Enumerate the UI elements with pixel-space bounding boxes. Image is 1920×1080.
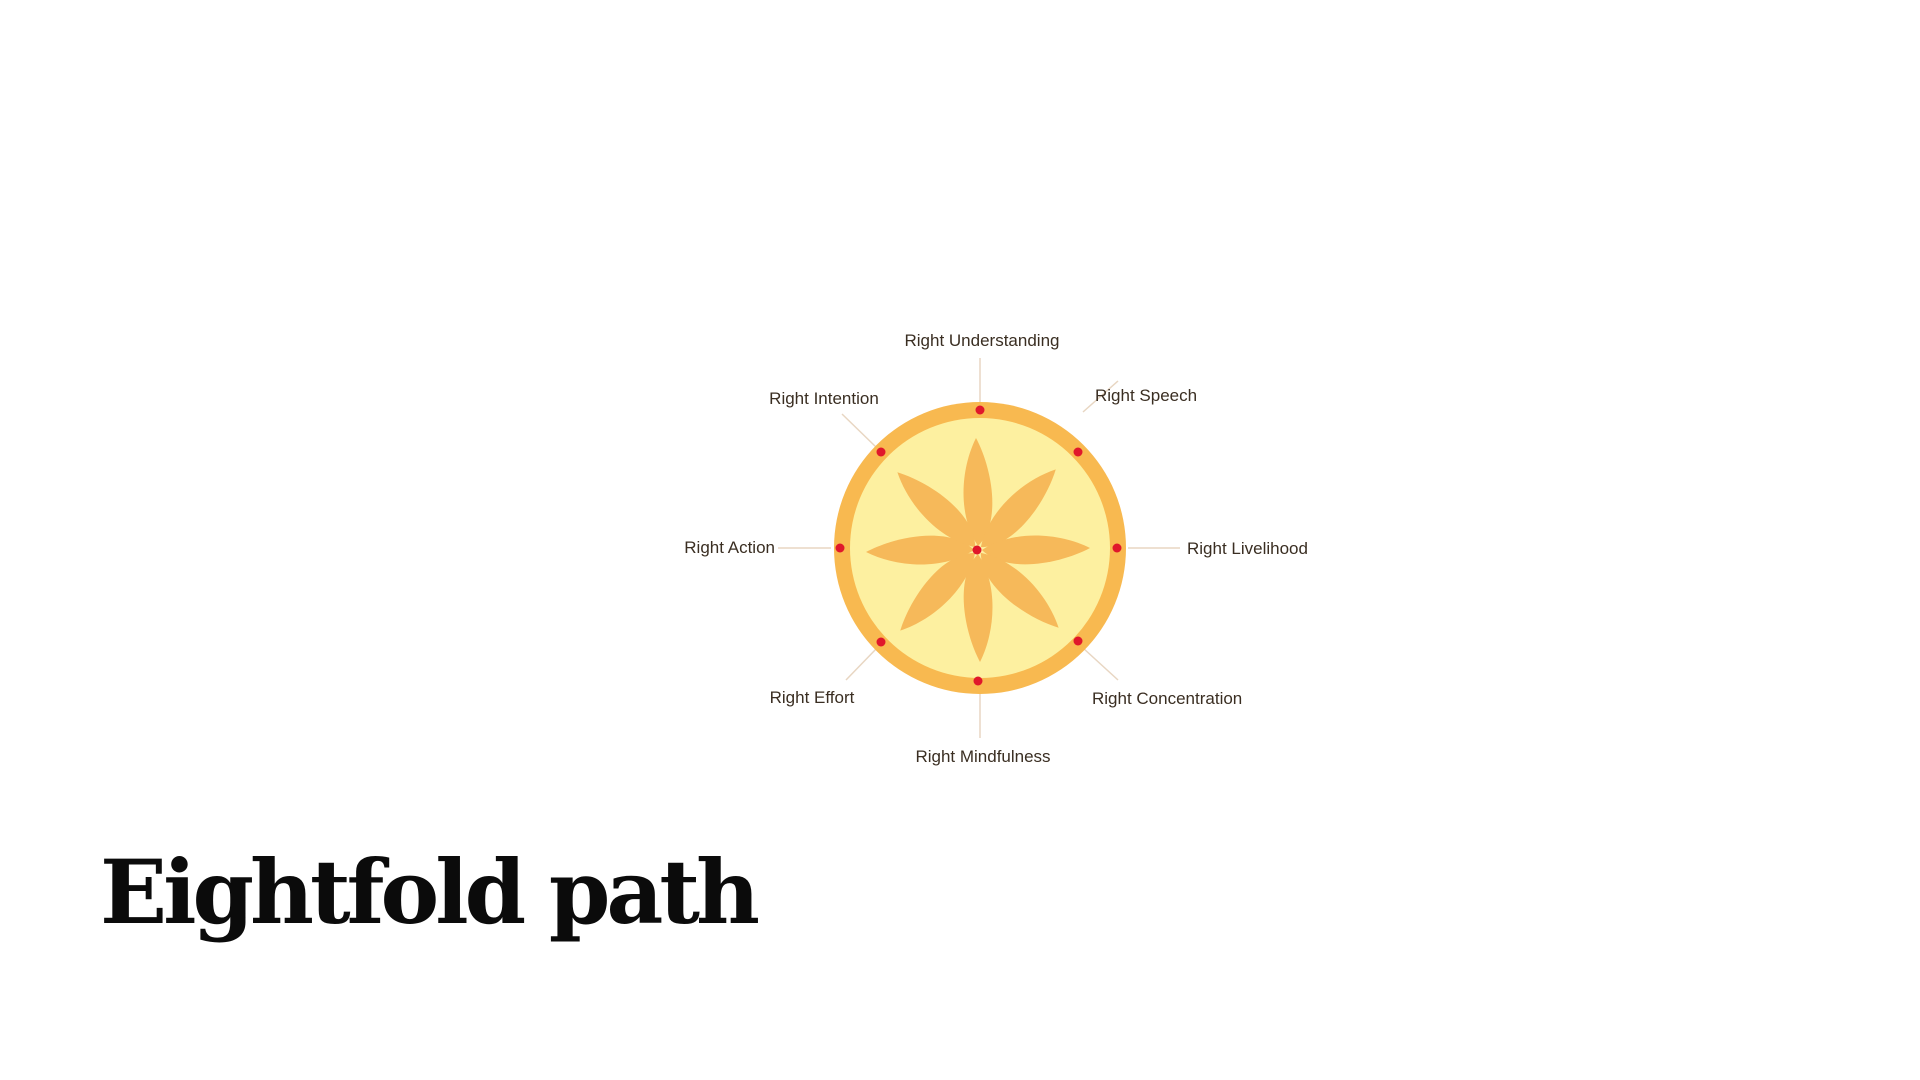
- label-right-understanding: Right Understanding: [905, 331, 1060, 350]
- label-right-livelihood: Right Livelihood: [1187, 539, 1308, 558]
- leader-lines: [778, 358, 1180, 738]
- label-right-intention: Right Intention: [769, 389, 879, 408]
- slide-title: Eightfold path: [100, 840, 760, 944]
- rim-dot-right-understanding: [975, 405, 985, 415]
- spoke-labels: Right Understanding Right Speech Right L…: [684, 331, 1308, 766]
- petal: [866, 535, 974, 565]
- rim-dot-right-mindfulness: [973, 676, 983, 686]
- label-right-concentration: Right Concentration: [1092, 689, 1242, 708]
- petal: [897, 472, 976, 548]
- petal: [963, 554, 993, 662]
- petal: [900, 552, 976, 631]
- label-right-speech: Right Speech: [1095, 386, 1197, 405]
- petal: [980, 552, 1059, 628]
- label-right-effort: Right Effort: [770, 688, 855, 707]
- leader-line-right-intention: [841, 413, 878, 449]
- label-right-action: Right Action: [684, 538, 775, 557]
- rim-dot-right-effort: [876, 637, 886, 647]
- leader-line-right-speech: [1082, 380, 1119, 413]
- rim-dot-right-concentration: [1073, 636, 1083, 646]
- petal-flower: [866, 438, 1090, 662]
- petal: [982, 535, 1090, 565]
- leader-line-right-concentration: [1082, 647, 1119, 681]
- hub-dot: [972, 545, 982, 555]
- petal: [963, 438, 993, 546]
- rim-dots: [835, 405, 1122, 686]
- rim-dot-right-speech: [1073, 447, 1083, 457]
- label-right-mindfulness: Right Mindfulness: [915, 747, 1050, 766]
- petal: [980, 469, 1056, 548]
- rim-dot-right-intention: [876, 447, 886, 457]
- rim-dot-right-action: [835, 543, 845, 553]
- rim-dot-right-livelihood: [1112, 543, 1122, 553]
- leader-line-right-effort: [845, 647, 878, 681]
